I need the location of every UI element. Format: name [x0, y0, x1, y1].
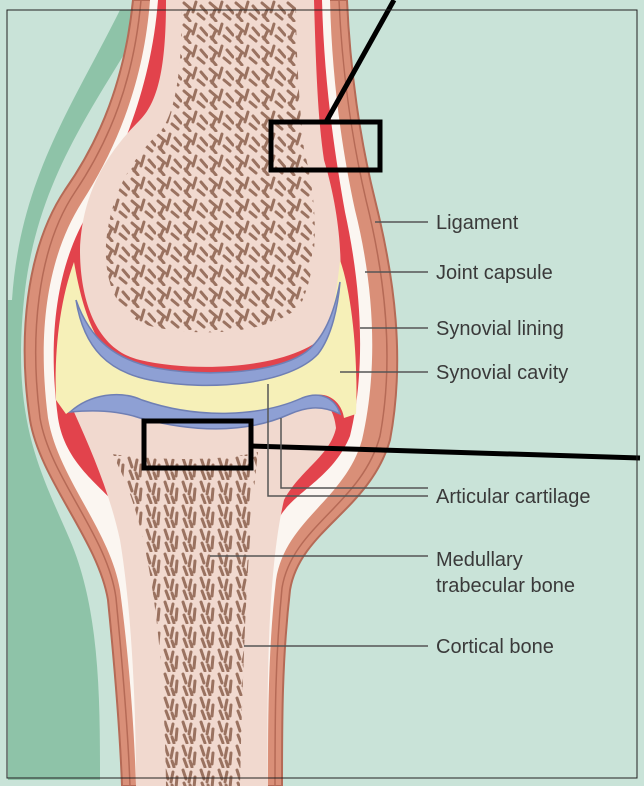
- label-joint-capsule: Joint capsule: [436, 262, 553, 284]
- label-medullary-line2: trabecular bone: [436, 575, 575, 597]
- label-synovial-cavity: Synovial cavity: [436, 362, 568, 384]
- label-cortical-bone: Cortical bone: [436, 636, 554, 658]
- label-synovial-lining: Synovial lining: [436, 318, 564, 340]
- label-ligament: Ligament: [436, 212, 519, 234]
- label-articular-cartilage: Articular cartilage: [436, 486, 591, 508]
- label-medullary-line1: Medullary: [436, 549, 523, 571]
